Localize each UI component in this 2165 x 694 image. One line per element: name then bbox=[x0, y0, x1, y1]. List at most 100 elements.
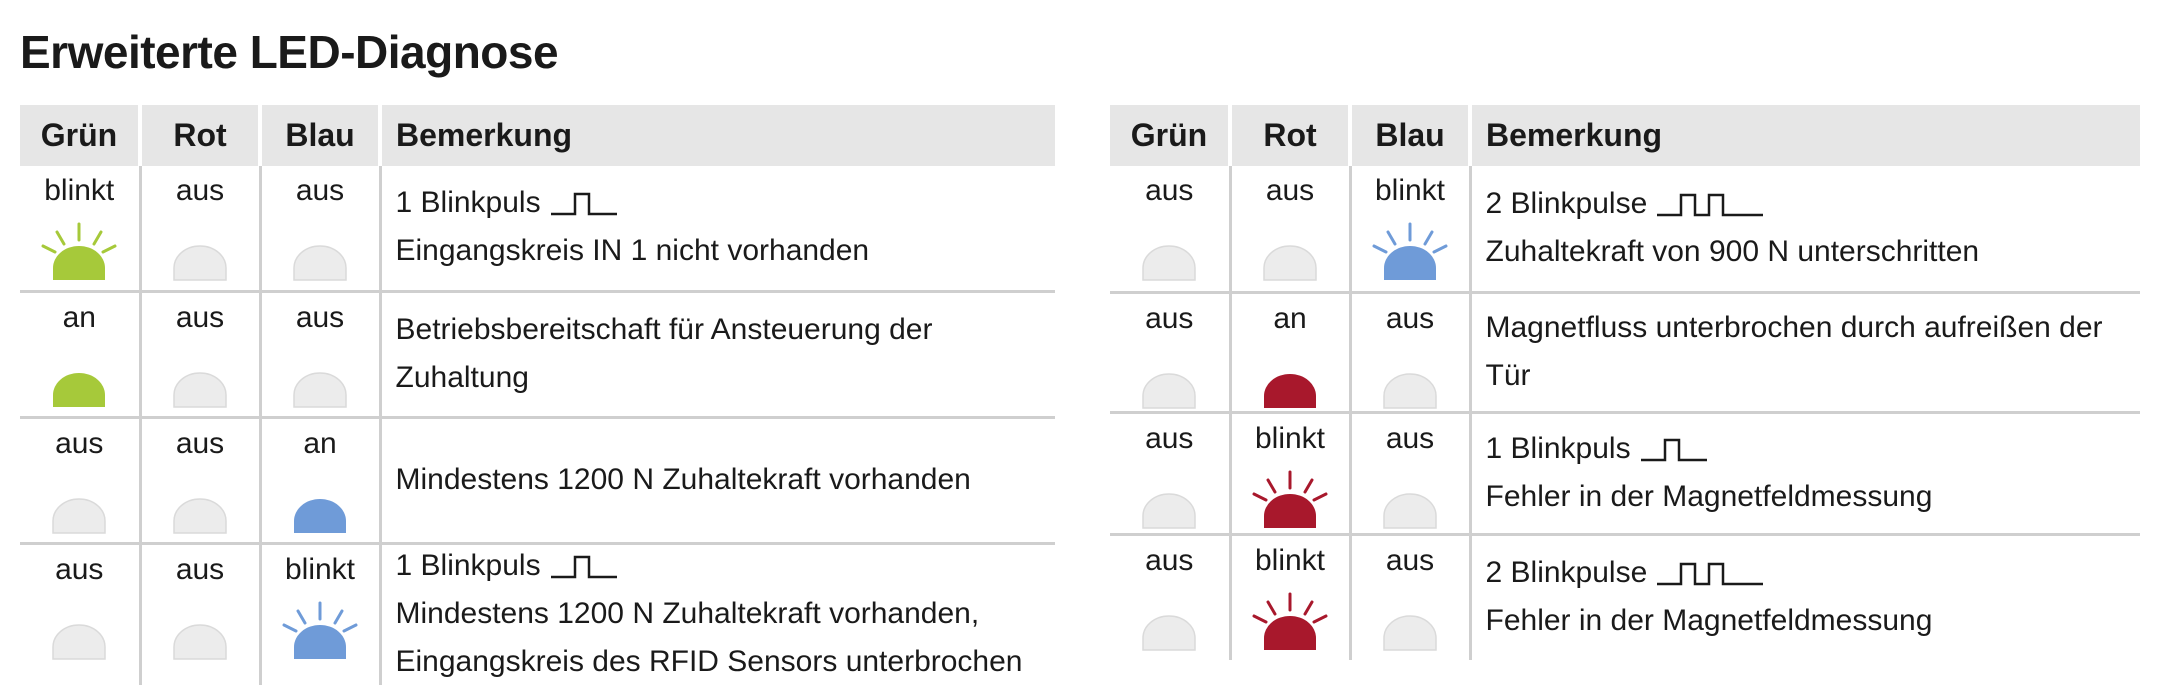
led-green-off-icon bbox=[1142, 492, 1196, 529]
led-green-off-icon bbox=[1142, 614, 1196, 651]
single-pulse-icon bbox=[550, 555, 617, 579]
led-state-red: aus bbox=[175, 300, 225, 334]
pulse-label: 2 Blinkpulse bbox=[1485, 556, 1648, 589]
led-state-red: an bbox=[1273, 301, 1307, 335]
remark-text: Fehler in der Magnetfeldmessung bbox=[1485, 604, 1933, 637]
led-cell-blue: aus bbox=[1348, 290, 1470, 412]
led-red-off-icon bbox=[173, 371, 227, 408]
remark-cell: Mindestens 1200 N Zuhaltekraft vorhanden bbox=[378, 415, 1055, 543]
header-blue: Blau bbox=[1348, 105, 1470, 166]
table-header-row: Grün Rot Blau Bemerkung bbox=[1110, 105, 2140, 166]
led-green-on-icon bbox=[53, 372, 106, 407]
header-remark: Bemerkung bbox=[378, 105, 1055, 166]
led-cell-blue: aus bbox=[1348, 532, 1470, 660]
led-table-left: Grün Rot Blau Bemerkung blinkt aus aus 1 Bl… bbox=[20, 105, 1055, 685]
remark-text: Eingangskreis des RFID Sensors unterbroc… bbox=[395, 645, 1023, 678]
led-green-off-icon bbox=[1142, 245, 1196, 281]
header-blue: Blau bbox=[258, 105, 380, 166]
led-cell-green: aus bbox=[1110, 290, 1230, 412]
led-blue-off-icon bbox=[1383, 372, 1437, 409]
led-state-blue: aus bbox=[295, 174, 345, 207]
led-state-red: aus bbox=[1265, 174, 1315, 207]
led-state-blue: aus bbox=[1385, 421, 1435, 455]
led-cell-green: an bbox=[20, 289, 140, 417]
remark-cell: Betriebsbereitschaft für Ansteuerung der… bbox=[378, 289, 1055, 417]
led-red-blinking-icon bbox=[1252, 470, 1328, 528]
pulse-line: 2 Blinkpulse bbox=[1486, 180, 2141, 228]
led-cell-red: aus bbox=[138, 166, 260, 291]
led-blue-off-icon bbox=[1383, 492, 1437, 529]
led-green-blinking-icon bbox=[41, 222, 117, 280]
remark-text: Zuhaltekraft von 900 N unterschritten bbox=[1485, 234, 1980, 268]
led-blue-blinking-icon bbox=[282, 601, 358, 659]
led-blue-off-icon bbox=[1383, 614, 1437, 651]
pulse-line: 2 Blinkpulse bbox=[1486, 549, 2141, 597]
led-red-on-icon bbox=[1264, 373, 1316, 408]
led-state-red: blinkt bbox=[1254, 543, 1326, 577]
led-state-green: aus bbox=[1145, 174, 1194, 207]
header-red: Rot bbox=[138, 105, 260, 166]
table-row: an aus aus Betriebsbereitschaft für Ansteue… bbox=[20, 289, 1055, 417]
header-remark: Bemerkung bbox=[1468, 105, 2140, 166]
pulse-label: 1 Blinkpuls bbox=[395, 549, 541, 582]
header-green: Grün bbox=[1110, 105, 1230, 166]
led-cell-red: aus bbox=[138, 289, 260, 417]
led-cell-green: aus bbox=[20, 541, 140, 685]
led-state-red: aus bbox=[175, 174, 225, 207]
led-cell-red: an bbox=[1228, 290, 1350, 412]
table-header-row: Grün Rot Blau Bemerkung bbox=[20, 105, 1055, 166]
table-row: aus an aus Magnetfluss unterbrochen durch a… bbox=[1110, 290, 2140, 412]
led-state-blue: blinkt bbox=[1374, 174, 1446, 207]
led-cell-blue: aus bbox=[258, 166, 380, 291]
led-cell-red: aus bbox=[138, 415, 260, 543]
led-cell-blue: blinkt bbox=[1348, 166, 1470, 292]
led-cell-blue: aus bbox=[258, 289, 380, 417]
pulse-line: 1 Blinkpuls bbox=[396, 542, 1056, 590]
led-cell-green: aus bbox=[1110, 166, 1230, 292]
double-pulse-icon bbox=[1657, 193, 1764, 216]
remark-cell: Magnetfluss unterbrochen durch aufreißen… bbox=[1468, 290, 2140, 412]
led-state-green: aus bbox=[1145, 543, 1194, 577]
led-cell-red: aus bbox=[138, 541, 260, 685]
led-state-blue: aus bbox=[1385, 301, 1435, 335]
led-red-off-icon bbox=[1263, 245, 1317, 281]
led-state-green: aus bbox=[1145, 421, 1194, 455]
led-cell-blue: an bbox=[258, 415, 380, 543]
led-state-red: aus bbox=[175, 426, 225, 460]
led-state-red: aus bbox=[175, 552, 225, 586]
led-green-off-icon bbox=[1142, 372, 1196, 409]
single-pulse-icon bbox=[1640, 438, 1707, 462]
led-cell-green: aus bbox=[1110, 410, 1230, 534]
led-cell-red: blinkt bbox=[1228, 410, 1350, 534]
led-state-red: blinkt bbox=[1254, 421, 1326, 455]
led-green-off-icon bbox=[52, 623, 106, 660]
led-state-green: aus bbox=[55, 552, 104, 586]
led-state-blue: blinkt bbox=[284, 552, 356, 586]
led-red-off-icon bbox=[173, 497, 227, 534]
led-green-off-icon bbox=[52, 497, 106, 534]
led-state-blue: an bbox=[303, 426, 337, 460]
led-cell-blue: blinkt bbox=[258, 541, 380, 685]
remark-text: Fehler in der Magnetfeldmessung bbox=[1485, 480, 1933, 513]
led-blue-blinking-icon bbox=[1372, 222, 1448, 280]
pulse-line: 1 Blinkpuls bbox=[396, 179, 1056, 227]
led-blue-off-icon bbox=[293, 371, 347, 408]
remark-text: Magnetfluss unterbrochen durch aufreißen… bbox=[1485, 311, 2103, 392]
led-cell-red: blinkt bbox=[1228, 532, 1350, 660]
remark-text: Mindestens 1200 N Zuhaltekraft vorhanden bbox=[395, 463, 971, 496]
remark-text: Betriebsbereitschaft für Ansteuerung der… bbox=[395, 313, 933, 394]
led-state-blue: aus bbox=[295, 300, 345, 334]
pulse-label: 2 Blinkpulse bbox=[1485, 186, 1648, 220]
led-cell-green: blinkt bbox=[20, 166, 140, 291]
led-state-green: blinkt bbox=[44, 174, 115, 207]
